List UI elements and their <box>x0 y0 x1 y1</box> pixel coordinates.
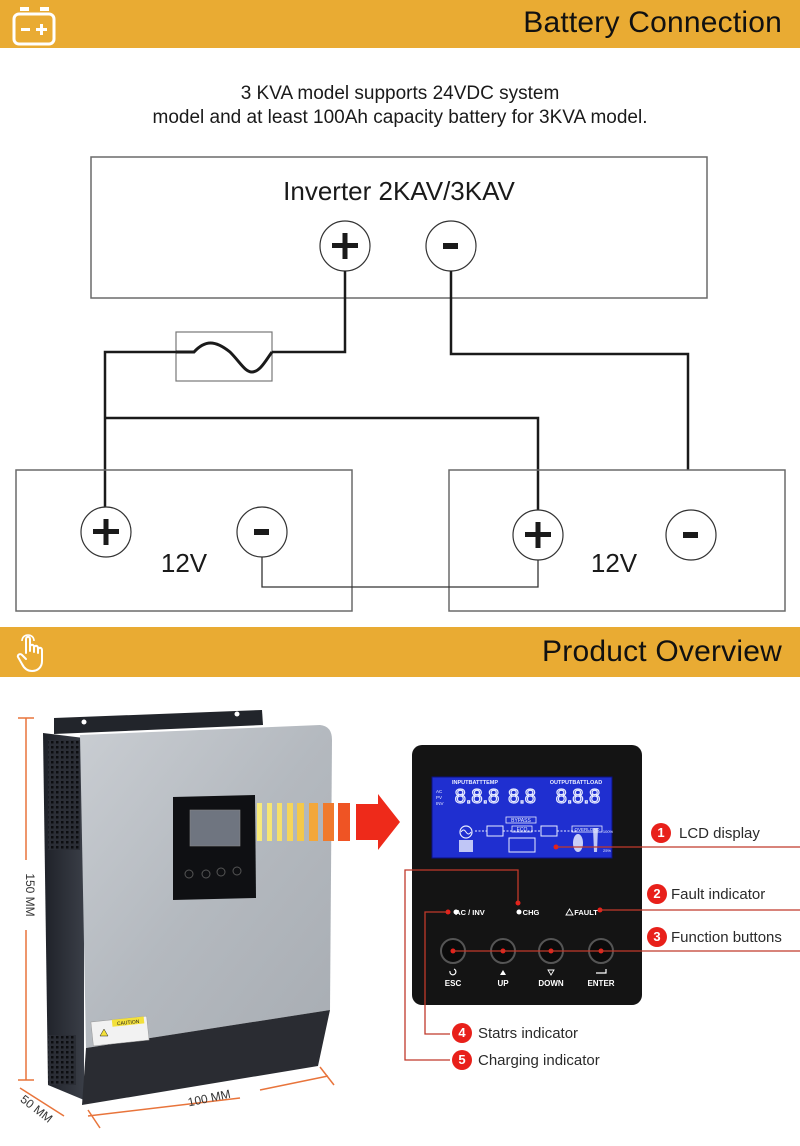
battery-1-box <box>15 469 353 612</box>
zoom-arrow <box>257 794 400 850</box>
device-base <box>82 1010 330 1105</box>
wires <box>103 271 690 512</box>
dimension-depth: 50 MM <box>18 1092 56 1126</box>
undo-icon <box>449 968 457 976</box>
callout-fault-indicator: 2 Fault indicator <box>647 884 765 904</box>
dimension-height: 150 MM <box>23 873 37 916</box>
svg-text:25%: 25% <box>603 848 611 853</box>
triangle-up-icon <box>500 970 506 975</box>
wire-parallel-bus <box>105 416 540 512</box>
dimension-width: 100 MM <box>187 1087 232 1110</box>
callout-number-badge: 3 <box>647 927 667 947</box>
callout-label: LCD display <box>679 824 760 842</box>
wire-series-battery1-neg-to-battery2-pos <box>261 557 539 588</box>
svg-text:OUTPUTBATTLOAD: OUTPUTBATTLOAD <box>550 780 602 786</box>
caution-label: CAUTION <box>90 1015 150 1047</box>
indicator-symbols <box>453 908 574 916</box>
svg-text:8.8: 8.8 <box>508 786 536 808</box>
svg-text:BYPASS: BYPASS <box>511 818 531 824</box>
battery-1-positive-terminal <box>80 506 132 558</box>
fuse-box <box>175 331 273 382</box>
device-mini-control-panel <box>173 795 256 900</box>
battery-1-voltage: 12V <box>161 548 208 578</box>
inverter-label: Inverter 2KAV/3KAV <box>283 176 515 206</box>
battery-connection-banner: Battery Connection <box>0 0 800 48</box>
inverter-negative-terminal <box>425 220 477 272</box>
svg-text:ESC: ESC <box>445 979 462 988</box>
svg-text:ECO: ECO <box>517 827 528 833</box>
callout-function-buttons: 3 Function buttons <box>647 927 782 947</box>
wire-inverter-negative-to-battery2 <box>449 271 690 470</box>
battery-2-box <box>448 469 786 612</box>
indicator-chg: CHG <box>523 908 540 917</box>
section-title-battery-connection: Battery Connection <box>523 6 782 39</box>
product-illustration: CAUTION 150 MM 100 MM 50 MM <box>18 710 400 1129</box>
callout-number-badge: 5 <box>452 1050 472 1070</box>
intro-line-2: model and at least 100Ah capacity batter… <box>152 107 648 128</box>
svg-text:INPUTBATTTEMP: INPUTBATTTEMP <box>452 780 498 786</box>
svg-text:INV: INV <box>436 801 444 806</box>
battery-2-negative-terminal <box>665 509 717 561</box>
svg-text:100%: 100% <box>603 829 614 834</box>
svg-text:DOWN: DOWN <box>538 979 564 988</box>
svg-text:ENTER: ENTER <box>587 979 614 988</box>
hand-pointer-icon <box>16 634 43 672</box>
product-overview-banner: Product Overview <box>0 627 800 677</box>
callout-label: Fault indicator <box>671 885 766 903</box>
wiring-diagram: Inverter 2KAV/3KAV 12V 12V <box>15 156 786 612</box>
battery-2-voltage: 12V <box>591 548 638 578</box>
callout-number-badge: 2 <box>647 884 667 904</box>
callout-label: Charging indicator <box>478 1051 600 1069</box>
battery-2-positive-terminal <box>512 509 564 561</box>
svg-text:8.8.8: 8.8.8 <box>455 786 499 808</box>
svg-text:UP: UP <box>497 979 509 988</box>
svg-text:OVERLOAD: OVERLOAD <box>574 827 600 832</box>
inverter-box <box>90 156 708 299</box>
callout-number-badge: 1 <box>651 823 671 843</box>
wire-fuse-to-battery1-positive <box>103 350 176 508</box>
callout-lines <box>404 844 800 1061</box>
battery-icon <box>12 7 56 46</box>
battery-1-negative-terminal <box>236 506 288 558</box>
mounting-bracket <box>54 710 263 734</box>
intro-line-1: 3 KVA model supports 24VDC system <box>240 83 560 104</box>
svg-text:8.8.8: 8.8.8 <box>556 786 600 808</box>
section-title-product-overview: Product Overview <box>542 635 782 668</box>
dimension-lines <box>18 717 335 1129</box>
callout-label: Statrs indicator <box>478 1024 579 1042</box>
callout-number-badge: 4 <box>452 1023 472 1043</box>
indicator-ac-inv: AC / INV <box>455 908 485 917</box>
svg-text:PV: PV <box>436 795 442 800</box>
lcd-display: INPUTBATTTEMP OUTPUTBATTLOAD 8.8.8 8.8 8… <box>431 776 614 859</box>
wire-inverter-positive-to-fuse <box>272 271 347 354</box>
enter-icon <box>596 969 607 974</box>
fuse-symbol <box>176 341 274 374</box>
callout-status-indicator: 4 Statrs indicator <box>452 1023 578 1043</box>
svg-text:CAUTION: CAUTION <box>117 1019 140 1027</box>
callout-lcd-display: 1 LCD display <box>651 823 760 843</box>
svg-text:AC: AC <box>436 789 443 794</box>
inverter-positive-terminal <box>319 220 371 272</box>
control-panel-closeup: INPUTBATTTEMP OUTPUTBATTLOAD 8.8.8 8.8 8… <box>404 745 800 1061</box>
triangle-down-icon <box>547 969 555 976</box>
callout-label: Function buttons <box>671 928 782 946</box>
callout-charging-indicator: 5 Charging indicator <box>452 1050 600 1070</box>
indicator-fault: FAULT <box>574 908 598 917</box>
